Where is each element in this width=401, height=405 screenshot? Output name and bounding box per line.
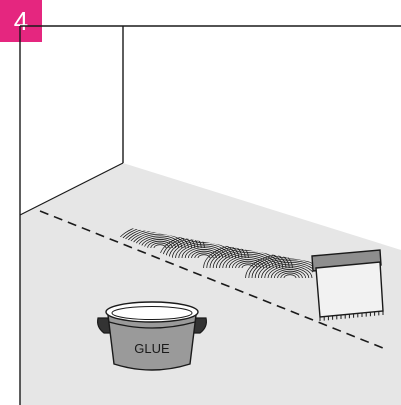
glue-bucket-label: GLUE — [134, 341, 170, 356]
glue-bucket-icon: GLUE — [98, 302, 207, 370]
notched-trowel-icon — [312, 250, 383, 321]
